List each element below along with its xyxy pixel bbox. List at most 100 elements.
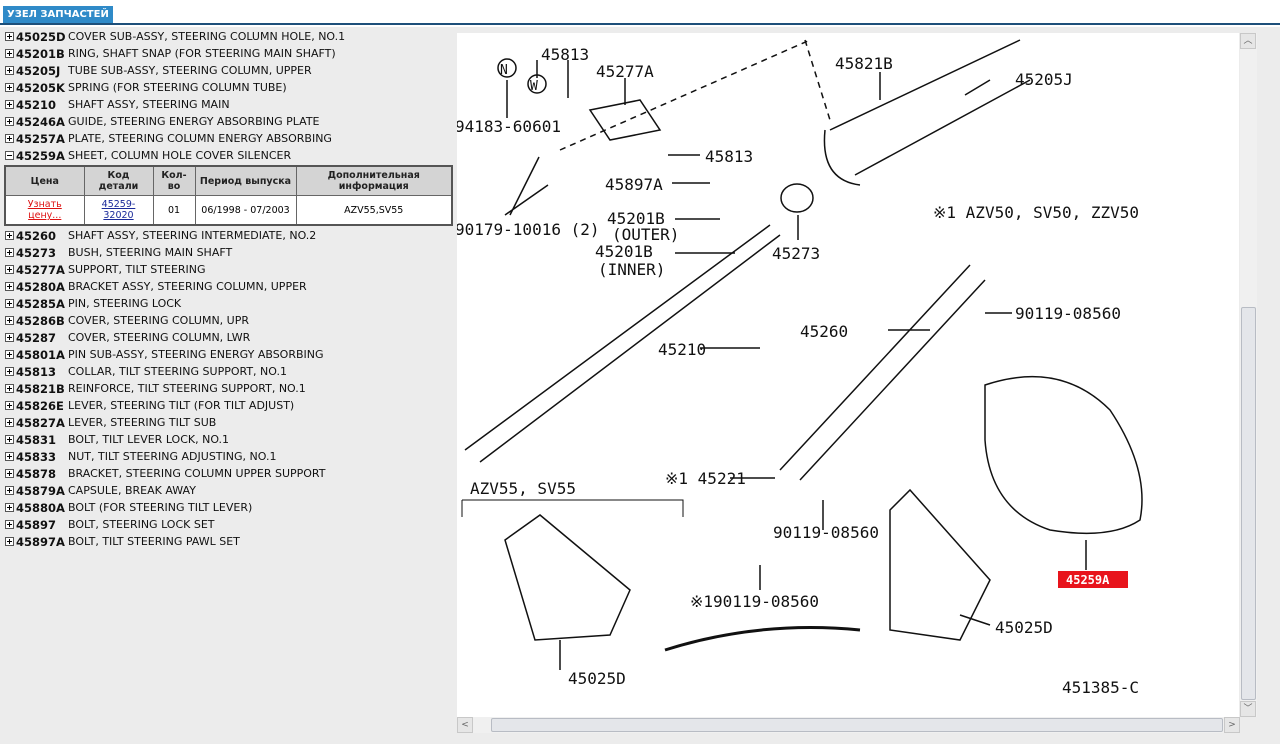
expand-icon[interactable] — [5, 66, 14, 75]
expand-icon[interactable] — [5, 83, 14, 92]
part-code: 45821B — [16, 381, 65, 396]
expand-icon[interactable] — [5, 520, 14, 529]
vertical-scrollbar[interactable]: ︿ ﹀ — [1240, 33, 1257, 717]
label[interactable]: ※1 45221 — [665, 469, 746, 488]
label[interactable]: 90119-08560 — [1015, 304, 1121, 323]
highlighted-label[interactable]: 45259A — [1066, 573, 1110, 587]
horizontal-scrollbar[interactable]: < > — [457, 717, 1240, 733]
part-name: SHEET, COLUMN HOLE COVER SILENCER — [68, 149, 292, 162]
part-code: 45280A — [16, 279, 65, 294]
label[interactable]: 45821B — [835, 54, 893, 73]
qty-cell: 01 — [152, 195, 196, 226]
expand-icon[interactable] — [5, 282, 14, 291]
scroll-thumb[interactable] — [1241, 307, 1256, 700]
expand-icon[interactable] — [5, 350, 14, 359]
part-name: COVER SUB-ASSY, STEERING COLUMN HOLE, NO… — [68, 30, 346, 43]
expand-icon[interactable] — [5, 248, 14, 257]
expand-icon[interactable] — [5, 265, 14, 274]
expand-icon[interactable] — [5, 452, 14, 461]
get-price-link[interactable]: Узнать цену... — [27, 199, 62, 221]
collapse-icon[interactable] — [5, 151, 14, 160]
expand-icon[interactable] — [5, 384, 14, 393]
part-code: 45260 — [16, 228, 57, 243]
label[interactable]: 45273 — [772, 244, 820, 263]
label[interactable]: 45025D — [568, 669, 626, 688]
expand-icon[interactable] — [5, 32, 14, 41]
expand-icon[interactable] — [5, 299, 14, 308]
parts-diagram[interactable]: N W 45813 45277A 94183-60601 45813 45897… — [457, 33, 1239, 717]
label: (OUTER) — [612, 225, 679, 244]
expand-icon[interactable] — [5, 367, 14, 376]
label[interactable]: 45210 — [658, 340, 706, 359]
label[interactable]: 90179-10016 (2) — [457, 220, 600, 239]
expand-icon[interactable] — [5, 117, 14, 126]
scroll-up-button[interactable]: ︿ — [1240, 33, 1256, 49]
expand-icon[interactable] — [5, 469, 14, 478]
label[interactable]: 90119-08560 — [773, 523, 879, 542]
part-code: 45277A — [16, 262, 65, 277]
label[interactable]: ※190119-08560 — [690, 592, 819, 611]
label: ※1 AZV50, SV50, ZZV50 — [933, 203, 1139, 222]
part-code: 45205J — [16, 63, 61, 78]
expand-icon[interactable] — [5, 418, 14, 427]
tab-parts-assembly[interactable]: УЗЕЛ ЗАПЧАСТЕЙ — [3, 6, 113, 23]
list-item-expanded[interactable]: 45259A SHEET, COLUMN HOLE COVER SILENCER — [0, 147, 456, 164]
part-code: 45201B — [16, 46, 65, 61]
scroll-down-button[interactable]: ﹀ — [1240, 701, 1256, 717]
part-name: PIN, STEERING LOCK — [68, 297, 182, 310]
expand-icon[interactable] — [5, 486, 14, 495]
expand-icon[interactable] — [5, 100, 14, 109]
label[interactable]: 45813 — [541, 45, 589, 64]
label[interactable]: 45260 — [800, 322, 848, 341]
expand-icon[interactable] — [5, 333, 14, 342]
label[interactable]: 94183-60601 — [457, 117, 561, 136]
scroll-thumb[interactable] — [491, 718, 1223, 732]
label[interactable]: 45205J — [1015, 70, 1073, 89]
label[interactable]: 45813 — [705, 147, 753, 166]
label[interactable]: 45897A — [605, 175, 663, 194]
expand-icon[interactable] — [5, 134, 14, 143]
part-name: LEVER, STEERING TILT (FOR TILT ADJUST) — [68, 399, 295, 412]
label[interactable]: 45277A — [596, 62, 654, 81]
expand-icon[interactable] — [5, 49, 14, 58]
scroll-right-button[interactable]: > — [1224, 717, 1240, 733]
label[interactable]: 45201B — [607, 209, 665, 228]
expand-icon[interactable] — [5, 231, 14, 240]
scroll-left-button[interactable]: < — [457, 717, 473, 733]
expand-icon[interactable] — [5, 316, 14, 325]
label[interactable]: 45201B — [595, 242, 653, 261]
expand-icon[interactable] — [5, 435, 14, 444]
expand-icon[interactable] — [5, 401, 14, 410]
label[interactable]: 45025D — [995, 618, 1053, 637]
part-details-table: Цена Код детали Кол-во Период выпуска До… — [4, 165, 453, 226]
expand-icon[interactable] — [5, 503, 14, 512]
part-number-link[interactable]: 45259-32020 — [101, 199, 136, 221]
expand-icon[interactable] — [5, 537, 14, 546]
